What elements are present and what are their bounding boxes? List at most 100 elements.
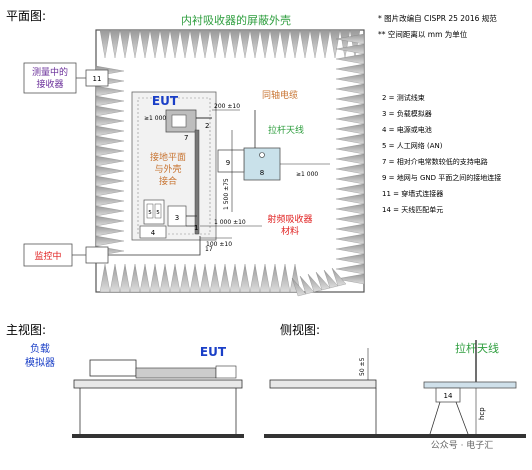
tripod-right xyxy=(455,401,469,435)
hcp-label: hcp xyxy=(478,407,486,420)
absorber-cone xyxy=(335,213,365,225)
absorber-cone xyxy=(335,93,365,105)
num-4: 4 xyxy=(151,229,156,237)
absorber-cone xyxy=(169,29,181,59)
num-3: 3 xyxy=(175,214,179,222)
absorber-cone xyxy=(95,175,125,187)
side-counterpoise xyxy=(423,381,517,389)
side-num-14: 14 xyxy=(444,392,453,400)
absorber-cone xyxy=(335,103,365,115)
absorber-cone xyxy=(335,243,365,255)
counterpoise-bond xyxy=(217,149,245,173)
num-17: 17 xyxy=(205,246,213,253)
absorber-cone xyxy=(95,225,125,237)
absorber-cone xyxy=(309,29,321,59)
absorber-cone xyxy=(149,29,161,59)
absorber-cone xyxy=(291,277,307,297)
absorber-cone xyxy=(95,195,125,207)
absorber-cone xyxy=(149,263,161,293)
plan-title: 平面图: xyxy=(6,9,46,23)
dim-100: 100 ±10 xyxy=(206,241,232,248)
absorber-cone xyxy=(335,263,365,275)
absorber-cone xyxy=(335,123,365,135)
absorber-cone xyxy=(335,43,365,55)
num-2: 2 xyxy=(205,122,209,130)
absorber-cone xyxy=(129,29,141,59)
an-1 xyxy=(146,203,154,219)
absorber-cone xyxy=(335,33,365,45)
absorber-cone xyxy=(139,263,151,293)
absorber-cone xyxy=(119,29,131,59)
absorber-cone xyxy=(159,29,171,59)
num-1: 1 xyxy=(194,224,198,232)
front-floor xyxy=(72,434,244,438)
ground-plane-label-1: 接地平面 xyxy=(150,151,186,163)
dim-1500: 1 500 ±75 xyxy=(223,178,230,210)
absorber-cone xyxy=(95,165,125,177)
absorber-cone xyxy=(95,215,125,227)
tripod-left xyxy=(429,401,441,435)
absorber-cone xyxy=(335,83,365,95)
absorber-cone xyxy=(95,115,125,127)
absorber-cone xyxy=(209,29,221,59)
absorber-cone xyxy=(335,173,365,185)
absorber-cone xyxy=(335,53,365,65)
monitor-feedthrough xyxy=(85,246,109,264)
absorber-cone xyxy=(269,263,281,293)
absorber-cone xyxy=(95,95,125,107)
rf-absorber-label-2: 材料 xyxy=(281,225,299,237)
absorber-cone xyxy=(95,135,125,147)
feedthrough-connector xyxy=(85,69,109,87)
num-9: 9 xyxy=(226,159,230,167)
note-1: * 图片改编自 CISPR 25 2016 规范 xyxy=(378,13,497,23)
absorber-cone xyxy=(335,133,365,145)
legend-item: 11 = 穿墙式连接器 xyxy=(382,189,443,198)
legend-item: 14 = 天线匹配单元 xyxy=(382,205,443,214)
eut-label: EUT xyxy=(152,94,179,108)
num-5a: 5 xyxy=(148,210,152,216)
absorber-cone xyxy=(95,105,125,117)
absorber-cone xyxy=(331,267,347,287)
watermark: 公众号 · 电子汇 xyxy=(431,439,494,451)
absorber-cone xyxy=(239,263,251,293)
absorber-cone xyxy=(289,29,301,59)
absorber-cone xyxy=(335,63,365,75)
absorber-cone xyxy=(335,153,365,165)
measuring-receiver-box xyxy=(23,62,77,94)
absorber-cone xyxy=(95,85,125,97)
absorber-cone xyxy=(335,143,365,155)
front-table-top xyxy=(73,379,243,389)
ground-plane-inner xyxy=(137,97,211,235)
monitor-fiber xyxy=(108,236,201,256)
ground-plane-label-3: 接合 xyxy=(159,175,177,187)
absorber-cone xyxy=(99,29,111,59)
legend-item: 9 = 地网与 GND 平面之间的接地连接 xyxy=(382,173,501,182)
absorber-cone xyxy=(335,253,365,265)
absorber-cone xyxy=(95,205,125,217)
absorber-cone xyxy=(119,263,131,293)
absorber-cone xyxy=(269,29,281,59)
front-load-sim-box xyxy=(89,359,137,377)
eut-inner xyxy=(171,114,187,128)
legend-item: 5 = 人工网络 (AN) xyxy=(382,141,443,150)
absorber-cone xyxy=(109,263,121,293)
absorber-cone xyxy=(335,73,365,85)
absorber-cone xyxy=(99,263,111,293)
front-eut-label: EUT xyxy=(200,345,227,359)
absorber-cone xyxy=(109,29,121,59)
measuring-receiver-label-1: 测量中的 xyxy=(32,66,68,78)
absorber-cone xyxy=(307,273,323,293)
side-dim-50: 50 ±5 xyxy=(359,357,366,376)
absorber-cone xyxy=(189,29,201,59)
absorber-cone xyxy=(329,29,341,59)
lined-shield-label: 内衬吸收器的屏蔽外壳 xyxy=(181,13,291,27)
absorber-cone xyxy=(335,273,365,285)
absorber-cone xyxy=(335,233,365,245)
num-11: 11 xyxy=(93,75,102,83)
absorber-cone xyxy=(249,263,261,293)
ground-plane-label-2: 与外壳 xyxy=(154,163,181,175)
front-harness xyxy=(135,367,217,379)
absorber-cone xyxy=(209,263,221,293)
